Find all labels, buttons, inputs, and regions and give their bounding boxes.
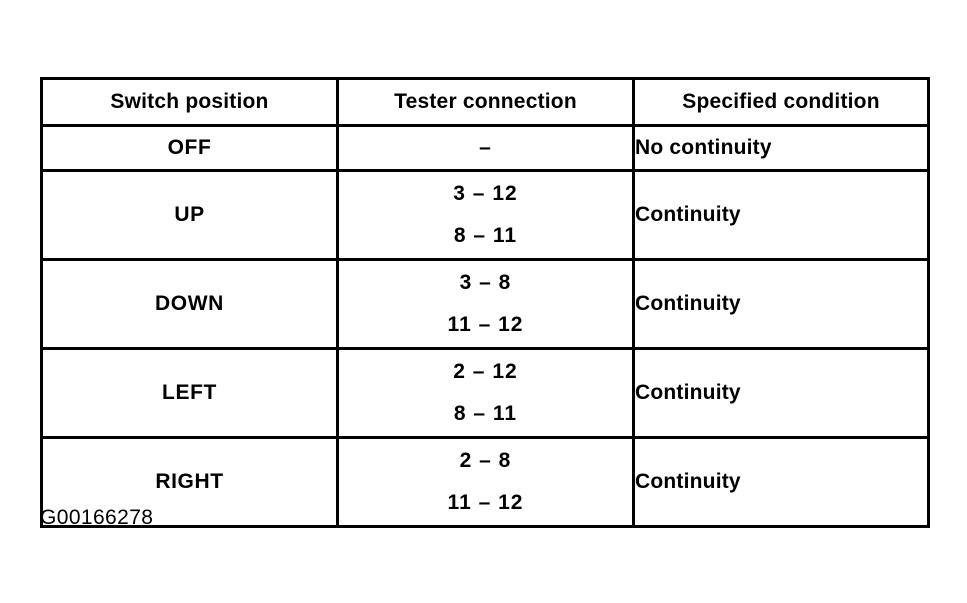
cell-switch-position: OFF — [40, 124, 339, 172]
cell-tester-connection: – — [336, 124, 635, 172]
tester-connection-line: 11 – 12 — [447, 313, 524, 336]
cell-switch-position: UP — [40, 169, 339, 261]
column-header-switch-position: Switch position — [40, 77, 339, 127]
table-row: LEFT 2 – 12 8 – 11 Continuity — [40, 347, 930, 439]
cell-tester-connection: 3 – 12 8 – 11 — [336, 169, 635, 261]
table-row: RIGHT 2 – 8 11 – 12 Continuity — [40, 436, 930, 528]
tester-connection-line: 8 – 11 — [453, 224, 518, 247]
table-row: DOWN 3 – 8 11 – 12 Continuity — [40, 258, 930, 350]
cell-specified-condition: Continuity — [632, 436, 930, 528]
cell-tester-connection: 2 – 12 8 – 11 — [336, 347, 635, 439]
figure-caption: G00166278 — [40, 506, 154, 529]
tester-connection-line: 2 – 8 — [459, 449, 512, 472]
tester-connection-line: 3 – 12 — [453, 182, 518, 205]
tester-connection-line: 8 – 11 — [453, 402, 518, 425]
cell-switch-position: DOWN — [40, 258, 339, 350]
tester-connection-line: 3 – 8 — [459, 271, 512, 294]
cell-specified-condition: No continuity — [632, 124, 930, 172]
tester-connection-line: 11 – 12 — [447, 491, 524, 514]
tester-connection-line: 2 – 12 — [453, 360, 518, 383]
table-header-row: Switch position Tester connection Specif… — [40, 77, 930, 127]
cell-tester-connection: 3 – 8 11 – 12 — [336, 258, 635, 350]
cell-specified-condition: Continuity — [632, 258, 930, 350]
cell-specified-condition: Continuity — [632, 169, 930, 261]
table-row: OFF – No continuity — [40, 124, 930, 172]
cell-switch-position: LEFT — [40, 347, 339, 439]
column-header-specified-condition: Specified condition — [632, 77, 930, 127]
cell-specified-condition: Continuity — [632, 347, 930, 439]
column-header-tester-connection: Tester connection — [336, 77, 635, 127]
switch-continuity-table: Switch position Tester connection Specif… — [40, 77, 930, 528]
table-row: UP 3 – 12 8 – 11 Continuity — [40, 169, 930, 261]
cell-tester-connection: 2 – 8 11 – 12 — [336, 436, 635, 528]
cell-switch-position: RIGHT — [40, 436, 339, 528]
tester-connection-line: – — [479, 136, 492, 159]
